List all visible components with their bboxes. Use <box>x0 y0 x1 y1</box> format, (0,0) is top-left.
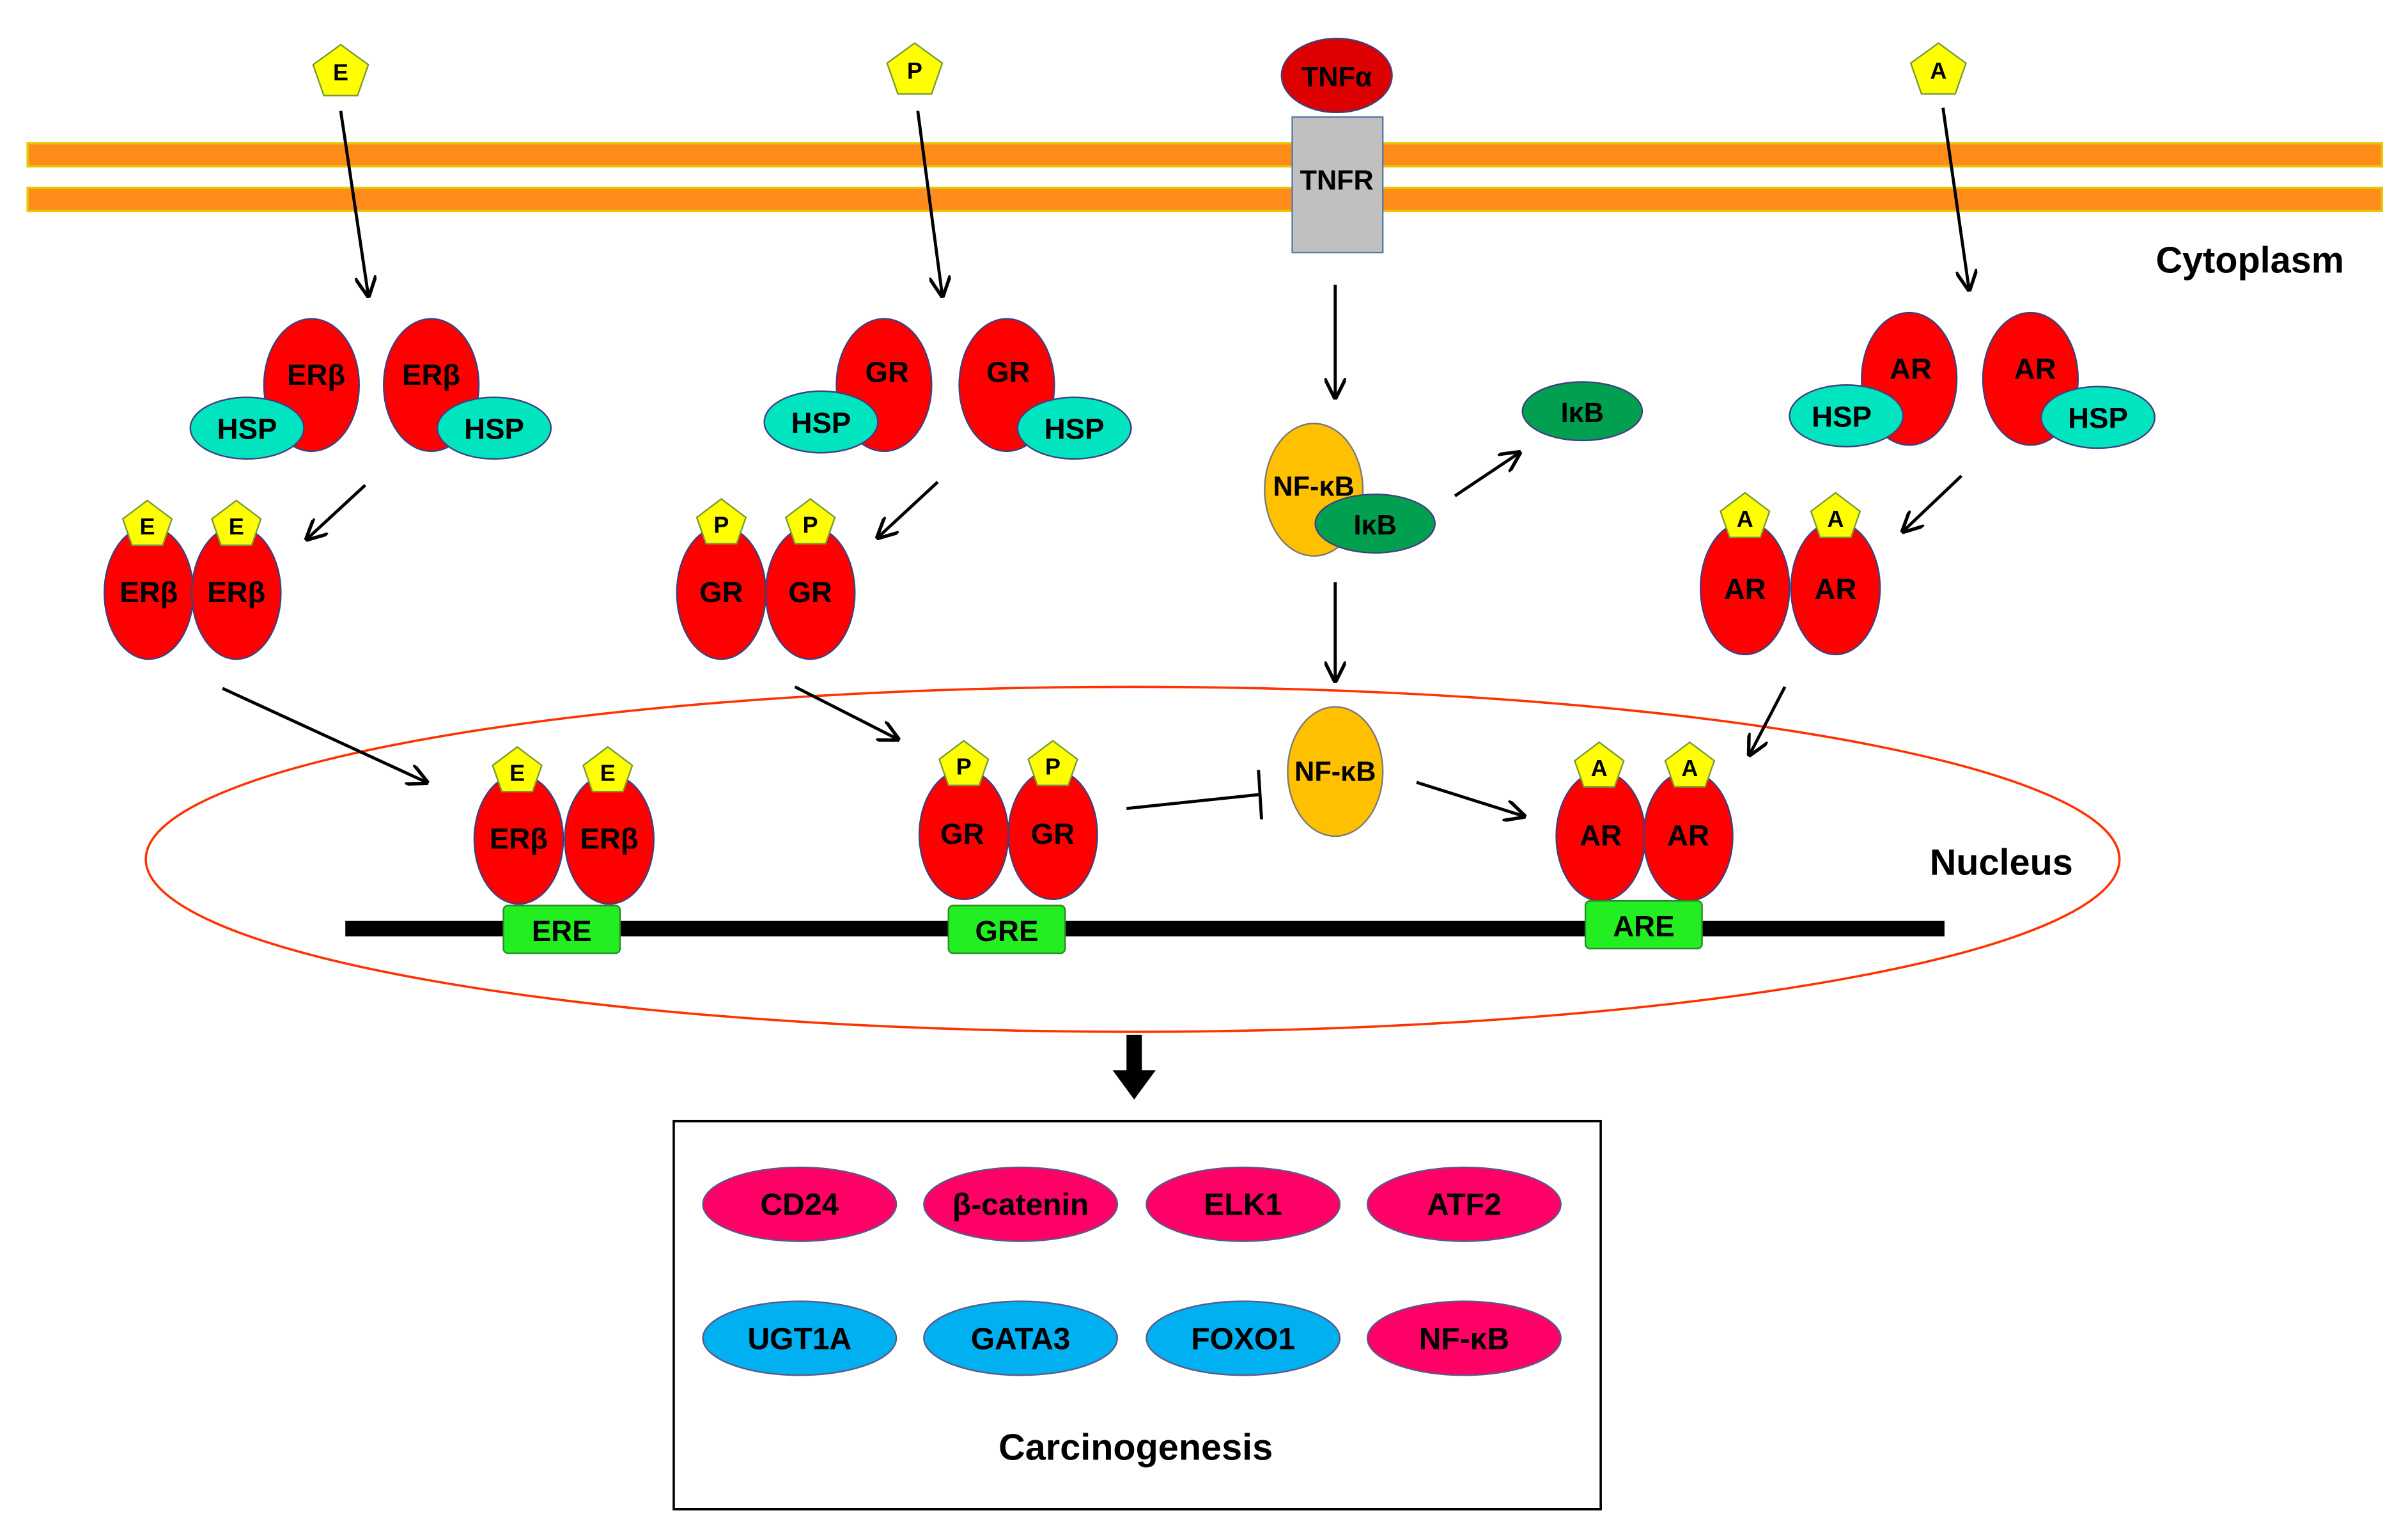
svg-text:AR: AR <box>2014 353 2056 385</box>
svg-text:P: P <box>1045 754 1060 780</box>
svg-text:P: P <box>713 511 729 538</box>
svg-text:NF-κB: NF-κB <box>1273 472 1355 502</box>
ar-dimer-nucleus: AR AR A A <box>1555 741 1734 902</box>
androgen-pathway: A AR HSP AR HSP AR AR A A <box>1555 42 2156 950</box>
er-beta-dimer-cytoplasm: ERβ ERβ E E <box>104 499 282 660</box>
ar-hsp-complex: AR HSP AR HSP <box>1789 311 2156 449</box>
target-gene-2: ELK1 <box>1146 1166 1341 1242</box>
svg-text:HSP: HSP <box>1812 400 1872 433</box>
estrogen-ligand: E <box>312 43 369 97</box>
svg-text:P: P <box>956 754 972 780</box>
estrogen-pathway: E ERβ HSP ERβ HSP ERβ ERβ E E <box>104 43 655 954</box>
svg-text:P: P <box>907 58 922 84</box>
svg-text:ERβ: ERβ <box>490 822 548 855</box>
nucleus-label: Nucleus <box>1930 842 2073 883</box>
nfkb-nucleus: NF-κB <box>1287 706 1384 837</box>
gre-element: GRE <box>947 905 1066 954</box>
androgen-ligand: A <box>1909 42 1967 95</box>
nfkb-ikb-complex: NF-κB IκB <box>1264 423 1436 557</box>
nucleus-outline <box>144 685 2121 1033</box>
svg-text:AR: AR <box>1815 573 1857 605</box>
svg-text:P: P <box>803 511 818 538</box>
svg-text:A: A <box>1737 506 1753 532</box>
svg-text:ATF2: ATF2 <box>1427 1188 1501 1222</box>
svg-text:HSP: HSP <box>1045 412 1105 445</box>
svg-text:GR: GR <box>866 355 909 388</box>
svg-text:A: A <box>1681 755 1698 781</box>
svg-text:GR: GR <box>788 576 832 609</box>
svg-text:NF-κB: NF-κB <box>1294 756 1376 787</box>
svg-text:ERβ: ERβ <box>580 822 639 855</box>
svg-text:HSP: HSP <box>2068 402 2128 435</box>
svg-text:ERE: ERE <box>532 915 592 947</box>
target-gene-6: FOXO1 <box>1146 1300 1341 1376</box>
downstream-arrow <box>1112 1034 1156 1100</box>
svg-text:ARE: ARE <box>1613 910 1674 943</box>
svg-text:A: A <box>1930 58 1946 84</box>
svg-text:ERβ: ERβ <box>287 359 345 391</box>
svg-text:E: E <box>229 513 244 540</box>
target-gene-3: ATF2 <box>1366 1166 1562 1242</box>
inhibition-bar <box>1126 770 1263 820</box>
svg-text:GR: GR <box>940 818 984 850</box>
svg-text:ERβ: ERβ <box>402 359 460 391</box>
svg-text:FOXO1: FOXO1 <box>1191 1321 1295 1356</box>
cell-membrane <box>26 142 2383 212</box>
svg-text:β-catenin: β-catenin <box>952 1188 1089 1222</box>
svg-text:E: E <box>600 759 616 786</box>
svg-text:UGT1A: UGT1A <box>748 1321 852 1356</box>
svg-text:GATA3: GATA3 <box>971 1321 1071 1356</box>
target-gene-1: β-catenin <box>923 1166 1119 1242</box>
svg-text:AR: AR <box>1667 819 1709 852</box>
svg-text:AR: AR <box>1724 573 1766 605</box>
svg-text:AR: AR <box>1890 353 1932 385</box>
svg-text:AR: AR <box>1580 819 1622 852</box>
svg-text:ERβ: ERβ <box>120 576 178 609</box>
svg-text:IκB: IκB <box>1354 510 1397 541</box>
gr-dimer-cytoplasm: GR GR P P <box>676 498 856 660</box>
svg-text:GR: GR <box>699 576 743 609</box>
tnfr-receptor: TNFR <box>1291 116 1384 254</box>
svg-text:A: A <box>1591 755 1608 781</box>
cytoplasm-label: Cytoplasm <box>2156 240 2344 281</box>
svg-text:GR: GR <box>986 355 1030 388</box>
svg-text:HSP: HSP <box>791 407 851 439</box>
gr-hsp-complex: GR HSP GR HSP <box>763 318 1132 460</box>
svg-text:A: A <box>1827 506 1844 532</box>
svg-text:E: E <box>509 759 525 786</box>
gr-dimer-nucleus: GR GR P P <box>918 740 1098 901</box>
svg-text:GR: GR <box>1031 818 1075 850</box>
svg-text:ELK1: ELK1 <box>1204 1188 1282 1222</box>
ar-dimer-cytoplasm: AR AR A A <box>1699 492 1881 656</box>
target-gene-5: GATA3 <box>923 1300 1119 1376</box>
svg-text:IκB: IκB <box>1561 398 1604 428</box>
svg-text:E: E <box>139 513 155 540</box>
er-beta-hsp-complex: ERβ HSP ERβ HSP <box>189 318 552 460</box>
svg-text:TNFR: TNFR <box>1300 165 1374 196</box>
tnf-alpha-ligand: TNFα <box>1280 38 1393 114</box>
carcinogenesis-label: Carcinogenesis <box>998 1427 1273 1468</box>
svg-text:HSP: HSP <box>464 412 524 445</box>
glucocorticoid-pathway: P GR HSP GR HSP GR GR P P <box>676 42 1263 954</box>
are-element: ARE <box>1584 900 1703 950</box>
svg-text:E: E <box>333 59 348 85</box>
ere-element: ERE <box>502 905 621 954</box>
ikb-free: IκB <box>1521 381 1643 442</box>
svg-text:HSP: HSP <box>217 412 277 445</box>
target-gene-7: NF-κB <box>1366 1300 1562 1376</box>
svg-text:CD24: CD24 <box>761 1188 839 1222</box>
svg-text:TNFα: TNFα <box>1301 62 1372 93</box>
svg-text:NF-κB: NF-κB <box>1419 1321 1509 1356</box>
target-gene-0: CD24 <box>702 1166 897 1242</box>
er-beta-dimer-nucleus: ERβ ERβ E E <box>473 745 655 905</box>
svg-text:GRE: GRE <box>975 915 1039 947</box>
tnf-nfkb-pathway: TNFR TNFα NF-κB IκB IκB NF-κB <box>1264 38 1643 837</box>
target-gene-4: UGT1A <box>702 1300 897 1376</box>
progesterone-ligand: P <box>886 42 944 95</box>
svg-text:ERβ: ERβ <box>207 576 265 609</box>
